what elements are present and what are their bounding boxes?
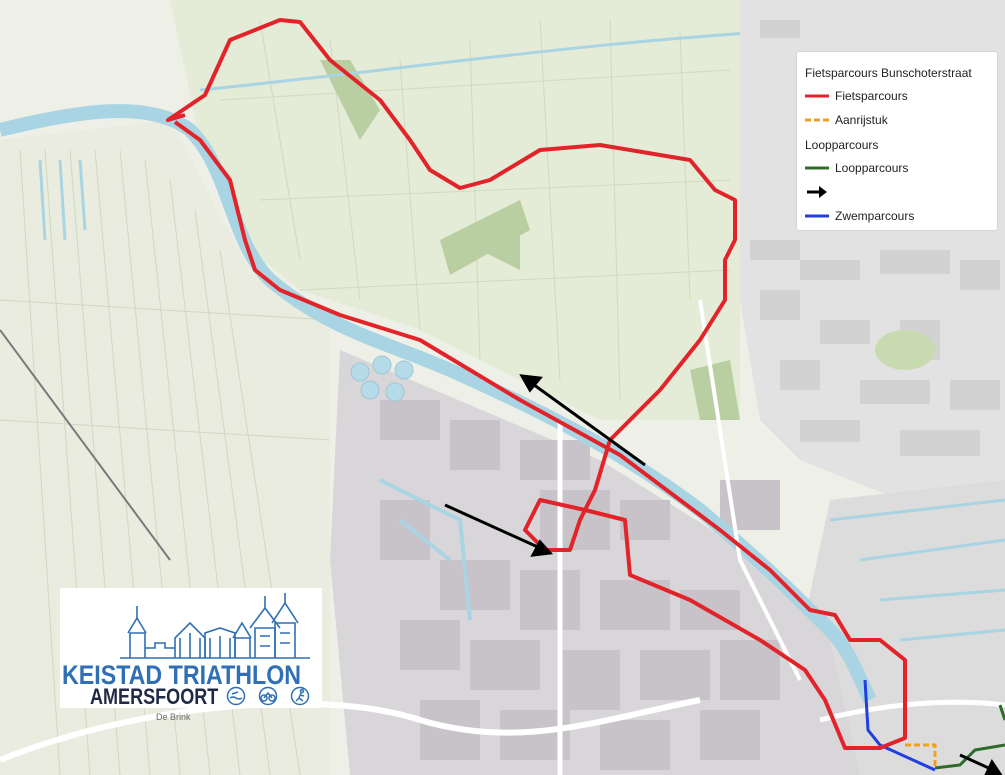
- direction-arrow-north: [529, 380, 646, 467]
- forest-patches: [320, 60, 740, 420]
- legend-title: Fietsparcours Bunschoterstraat: [805, 66, 972, 80]
- direction-arrow-east: [444, 503, 541, 550]
- run-icon: [290, 686, 310, 706]
- residential-blocks-north: [750, 20, 1000, 456]
- legend-item-label: Zwemparcours: [835, 209, 915, 223]
- ring-road: [0, 697, 701, 763]
- skyline-icon: [120, 593, 310, 659]
- legend-item-loopparcours: Loopparcours: [805, 160, 908, 176]
- legend-run-title: Loopparcours: [805, 138, 879, 152]
- river-branches: [38, 159, 87, 241]
- canal-top: [199, 28, 801, 92]
- legend-item-label: Aanrijstuk: [835, 113, 888, 127]
- logo-subtitle: AMERSFOORT: [90, 684, 219, 709]
- map-legend: Fietsparcours Bunschoterstraat Fietsparc…: [797, 52, 997, 230]
- industrial-canals: [379, 478, 472, 621]
- street-label: De Brink: [156, 712, 191, 722]
- legend-item-aanrijstuk: Aanrijstuk: [805, 112, 888, 128]
- legend-item-zwemparcours: Zwemparcours: [805, 208, 914, 224]
- sports-field: [875, 330, 935, 370]
- main-road-east: [698, 299, 802, 681]
- ring-road-south-east: [819, 699, 1005, 723]
- meadow-plot-lines: [219, 19, 731, 401]
- dashed-line-swatch: [805, 118, 829, 122]
- event-logo: KEISTAD TRIATHLON AMERSFOORT: [60, 588, 322, 709]
- legend-item-label: Loopparcours: [835, 161, 909, 175]
- direction-arrow-east-head: [530, 539, 554, 557]
- direction-arrows: [444, 374, 1003, 775]
- bike-icon: [258, 686, 278, 706]
- solid-line-swatch: [805, 166, 829, 170]
- sport-icons: [226, 686, 310, 706]
- water-treatment-basins: [350, 355, 414, 402]
- solid-line-swatch: [805, 94, 829, 98]
- meadow-area: [170, 0, 740, 420]
- approach-route: [905, 743, 937, 768]
- bike-course: [166, 18, 907, 750]
- swim-icon: [226, 686, 246, 706]
- legend-item-arrow: [805, 184, 835, 200]
- waterways-southeast: [829, 498, 1005, 642]
- logo-title: KEISTAD TRIATHLON: [62, 660, 302, 690]
- direction-arrow-icon: [807, 186, 827, 198]
- railway-line: [0, 329, 171, 561]
- legend-item-label: Fietsparcours: [835, 89, 908, 103]
- legend-item-fietsparcours: Fietsparcours: [805, 88, 908, 104]
- direction-arrow-north-head: [519, 374, 543, 393]
- swim-course: [863, 679, 936, 772]
- solid-line-swatch: [805, 214, 829, 218]
- industrial-buildings: [380, 400, 780, 770]
- direction-arrow-southeast: [959, 753, 994, 772]
